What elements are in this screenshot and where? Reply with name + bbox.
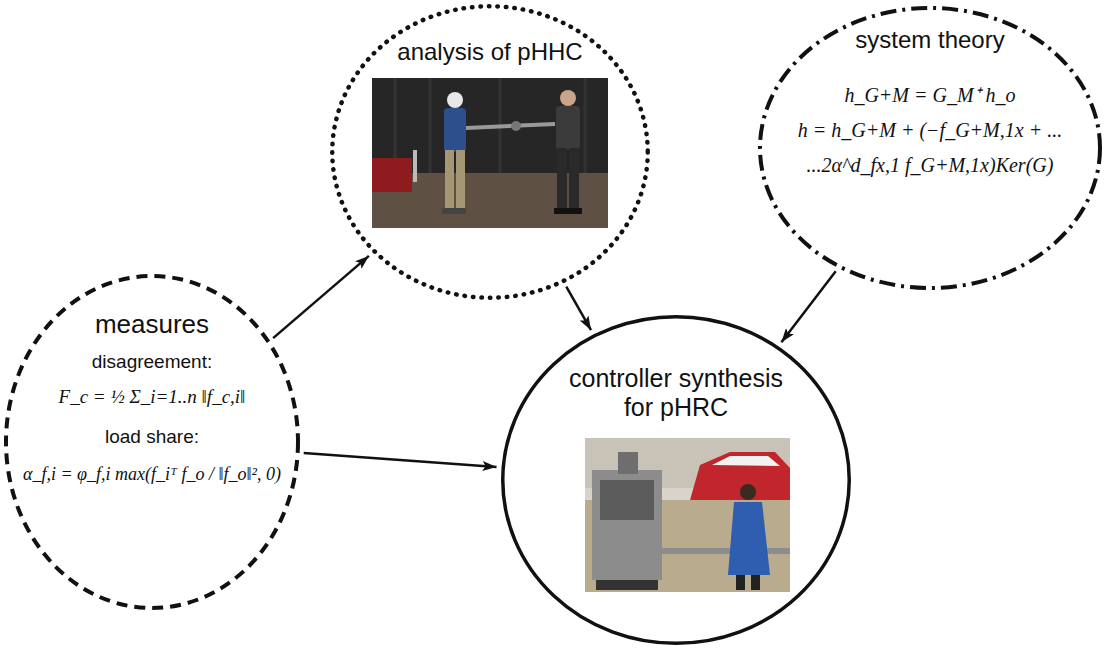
dashdot-ellipse — [760, 8, 1100, 288]
robot-head — [618, 452, 638, 474]
person-shirt — [556, 106, 580, 150]
ellipse-node: system theory h_G+M = G_M⁺ h_oh = h_G+M +… — [758, 6, 1102, 290]
person-head — [447, 92, 463, 108]
person-shoes — [554, 208, 582, 214]
formula: ...2α^d_fx,1 f_G+M,1x)Ker(G) — [807, 154, 1054, 177]
measure-name: disagreement: — [92, 351, 212, 373]
car-roof — [712, 456, 780, 466]
curtain-fold — [429, 78, 432, 173]
photo-background — [372, 78, 608, 228]
ellipse-node: controller synthesis for pHRC — [501, 315, 851, 645]
dashed-ellipse — [6, 276, 298, 608]
person-shoes — [442, 208, 466, 214]
red-sofa — [372, 158, 412, 192]
person-leg — [557, 148, 567, 210]
photo-background — [585, 438, 790, 592]
stand — [413, 150, 417, 182]
dotted-ellipse — [332, 6, 648, 298]
robot-body — [592, 470, 662, 580]
person-head — [740, 484, 756, 500]
arrow-connector — [273, 256, 369, 338]
formula: h = h_G+M + (−f_G+M,1x + ... — [798, 119, 1062, 142]
solid-ellipse — [503, 317, 850, 644]
measure-name: load share: — [105, 426, 199, 448]
curtain-fold — [584, 78, 587, 173]
formula: h_G+M = G_M⁺ h_o — [844, 84, 1015, 107]
person-leg — [736, 575, 745, 590]
person-leg — [569, 148, 579, 210]
person-leg — [456, 150, 465, 210]
ellipse-node: analysis of pHHC — [330, 4, 650, 300]
hhc-photo — [372, 78, 608, 228]
person-leg — [751, 575, 760, 590]
formula: α_f,i = φ_f,i max(f_iᵀ f_o / ‖f_o‖², 0) — [23, 464, 281, 485]
robot-base — [596, 580, 658, 590]
hrc-photo — [585, 438, 790, 592]
person-head — [560, 90, 576, 106]
person-leg — [445, 150, 454, 210]
person-coat — [728, 502, 770, 575]
ellipse-node: measures disagreement: F_c = ½ Σ_i=1..n ‖f… — [4, 274, 300, 610]
force-sensor — [511, 121, 521, 131]
arrow-connector — [781, 271, 835, 342]
node-title: measures — [95, 310, 209, 340]
person-shirt — [444, 108, 466, 152]
arrow-connector — [304, 453, 497, 467]
carried-rod — [466, 124, 555, 128]
node-title: analysis of pHHC — [397, 38, 582, 66]
node-title: controller synthesis for pHRC — [561, 364, 791, 422]
robot-panel — [600, 480, 654, 520]
formula: F_c = ½ Σ_i=1..n ‖f_c,i‖ — [59, 386, 246, 408]
arrow-connector — [566, 287, 591, 331]
red-car — [690, 452, 790, 500]
node-title: system theory — [855, 26, 1004, 54]
